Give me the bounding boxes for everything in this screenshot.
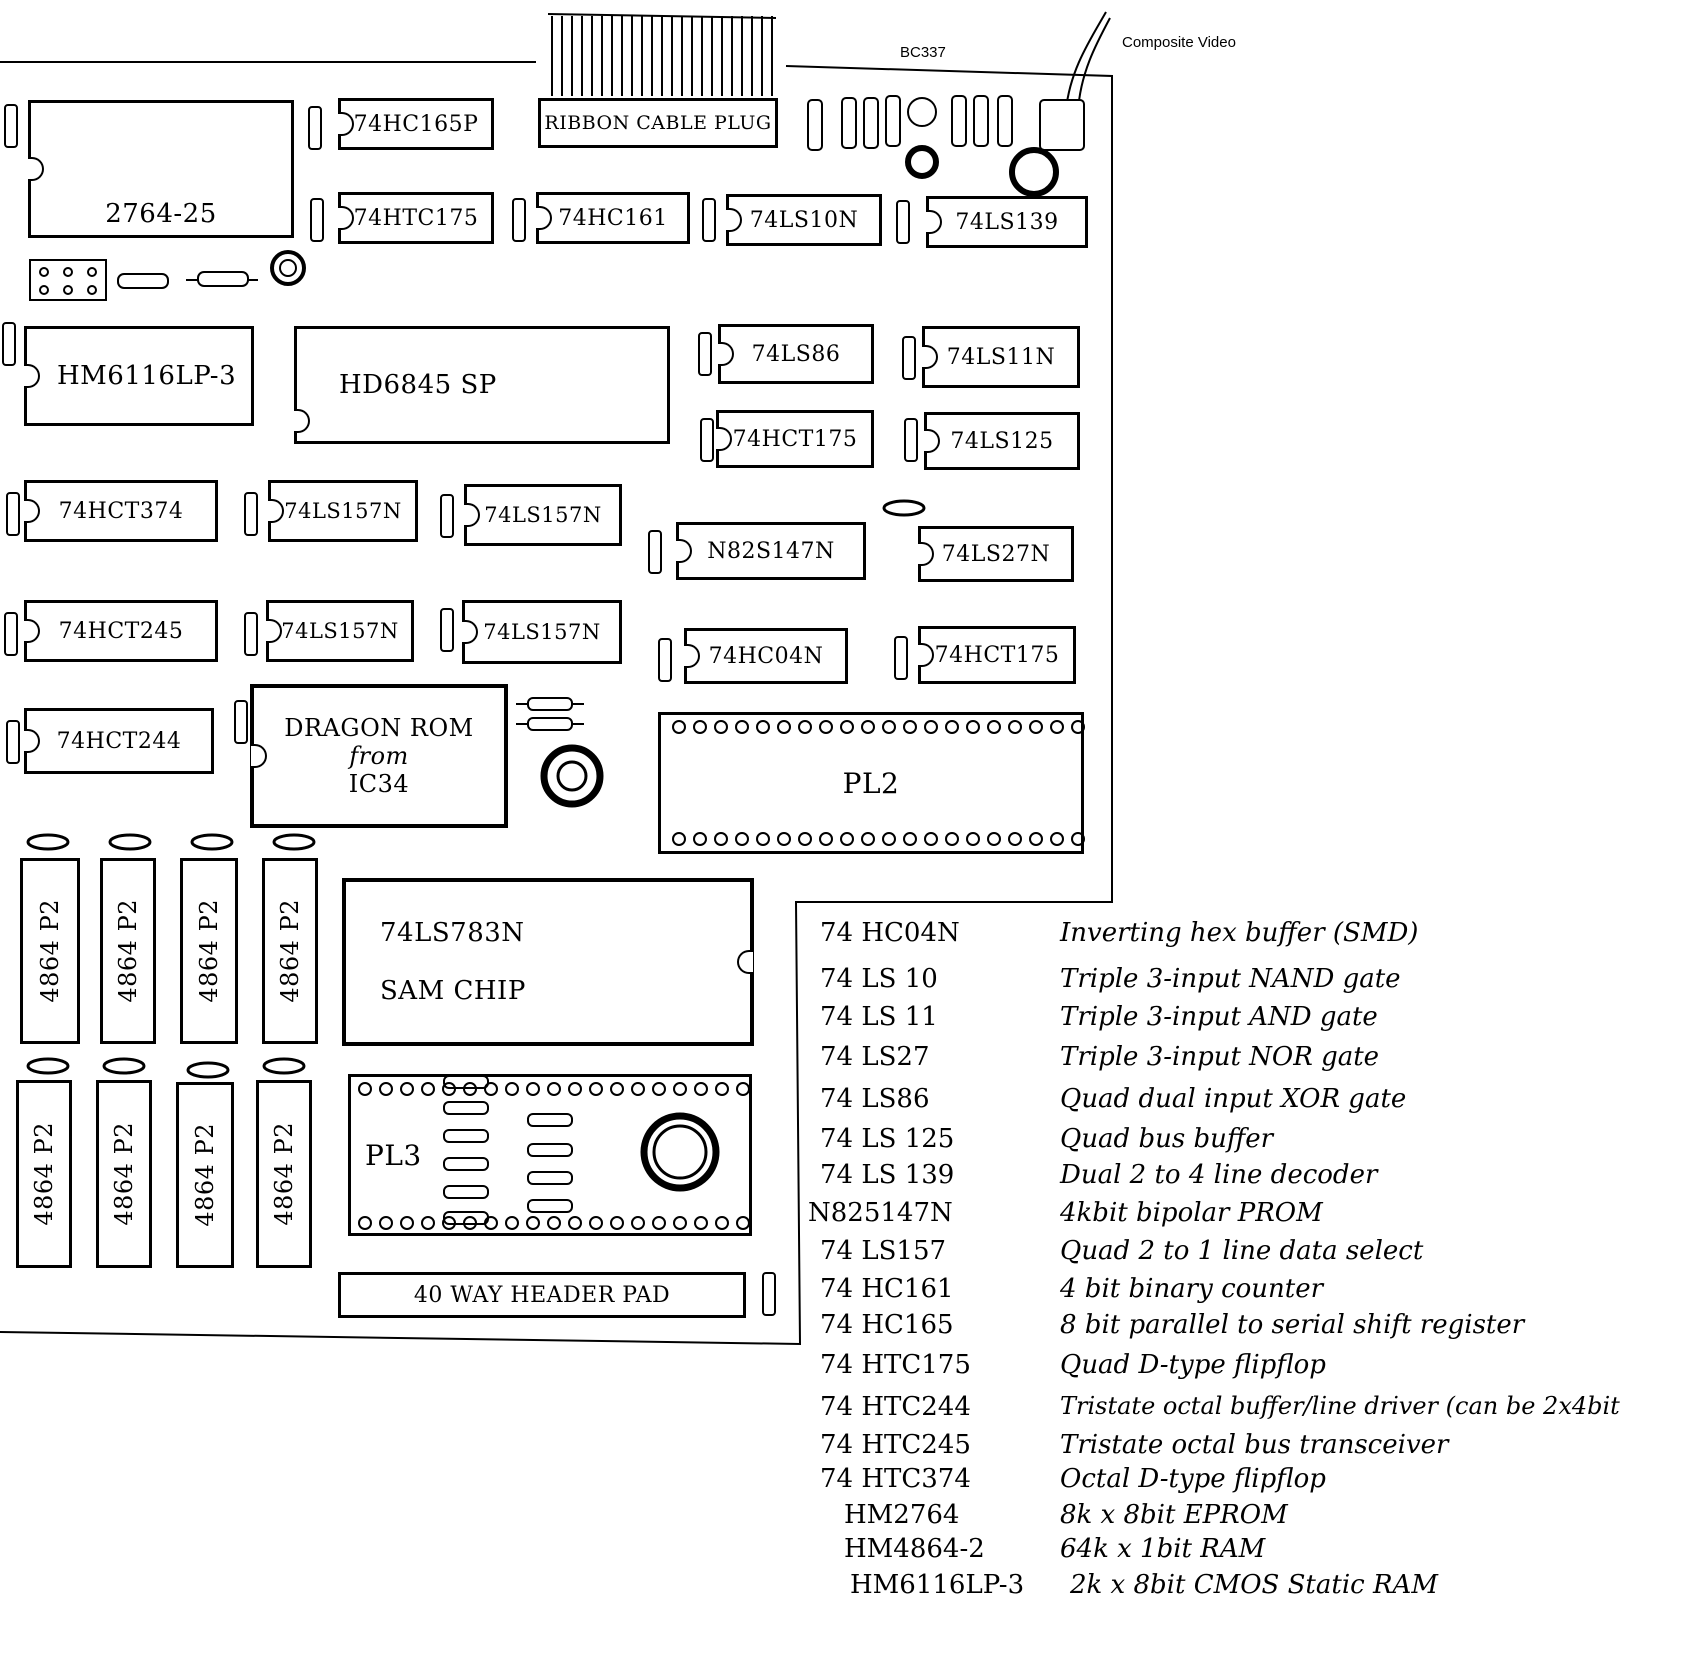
chip-n82s147n: N82S147N xyxy=(676,522,866,580)
capacitor xyxy=(698,332,712,376)
connector-pl2: PL2 xyxy=(658,712,1084,854)
chip-74ls157n-c: 74LS157N xyxy=(266,600,414,662)
ram-chip: 4864 P2 xyxy=(100,858,156,1044)
chip-74hc161: 74HC161 xyxy=(536,192,690,244)
chip-dragon-rom: DRAGON ROM from IC34 xyxy=(250,684,508,828)
chip-hm6116: HM6116LP-3 xyxy=(24,326,254,426)
ram-chip: 4864 P2 xyxy=(96,1080,152,1268)
composite-video-label: Composite Video xyxy=(1122,34,1236,51)
capacitor xyxy=(762,1272,776,1316)
ram-chip: 4864 P2 xyxy=(180,858,238,1044)
capacitor xyxy=(244,612,258,656)
pl3-pads-top xyxy=(358,1082,750,1096)
chip-74ls157n-d: 74LS157N xyxy=(462,600,622,664)
ram-chip: 4864 P2 xyxy=(16,1080,72,1268)
chip-74ls157n-a: 74LS157N xyxy=(268,480,418,542)
ram-chip: 4864 P2 xyxy=(256,1080,312,1268)
capacitor xyxy=(6,720,20,764)
chip-74hct175: 74HCT175 xyxy=(716,410,874,468)
chip-74hc04n: 74HC04N xyxy=(684,628,848,684)
chip-74hc165: 74HC165P xyxy=(338,98,494,150)
chip-74hct245: 74HCT245 xyxy=(24,600,218,662)
chip-74ls139: 74LS139 xyxy=(926,196,1088,248)
chip-2764-label: 2764-25 xyxy=(105,199,217,229)
capacitor xyxy=(902,336,916,380)
bc337-label: BC337 xyxy=(900,44,946,61)
chip-hd6845: HD6845 SP xyxy=(294,326,670,444)
capacitor xyxy=(702,198,716,242)
chip-sam: 74LS783N SAM CHIP xyxy=(342,878,754,1046)
chip-2764: 2764-25 xyxy=(28,100,294,238)
capacitor xyxy=(648,530,662,574)
header-pad-40way: 40 WAY HEADER PAD xyxy=(338,1272,746,1318)
capacitor xyxy=(658,638,672,682)
capacitor xyxy=(308,106,322,150)
chip-74ls27n: 74LS27N xyxy=(918,526,1074,582)
capacitor xyxy=(234,700,248,744)
chip-74ls86: 74LS86 xyxy=(718,324,874,384)
chip-74hct175-c: 74HCT175 xyxy=(918,626,1076,684)
capacitor xyxy=(4,104,18,148)
chip-74ls11n: 74LS11N xyxy=(922,326,1080,388)
chip-74ls125: 74LS125 xyxy=(924,412,1080,470)
chip-74hct244: 74HCT244 xyxy=(24,708,214,774)
capacitor xyxy=(440,608,454,652)
pl3-pads-bottom xyxy=(358,1216,750,1230)
capacitor xyxy=(440,494,454,538)
capacitor xyxy=(6,492,20,536)
capacitor xyxy=(896,200,910,244)
ram-chip: 4864 P2 xyxy=(20,858,80,1044)
ram-chip: 4864 P2 xyxy=(262,858,318,1044)
connector-pl3: PL3 xyxy=(348,1074,752,1236)
chip-74ls10n: 74LS10N xyxy=(726,194,882,246)
capacitor xyxy=(700,418,714,462)
capacitor xyxy=(904,418,918,462)
chip-74htc175: 74HTC175 xyxy=(338,192,494,244)
ribbon-cable-plug: RIBBON CABLE PLUG xyxy=(538,98,778,148)
ram-chip: 4864 P2 xyxy=(176,1082,234,1268)
capacitor xyxy=(244,492,258,536)
pl2-pads-top xyxy=(672,720,1085,734)
capacitor xyxy=(512,198,526,242)
capacitor xyxy=(2,322,16,366)
chip-74hct374: 74HCT374 xyxy=(24,480,218,542)
capacitor xyxy=(310,198,324,242)
capacitor xyxy=(894,636,908,680)
capacitor xyxy=(4,612,18,656)
chip-74ls157n-b: 74LS157N xyxy=(464,484,622,546)
pl2-pads-bottom xyxy=(672,832,1085,846)
